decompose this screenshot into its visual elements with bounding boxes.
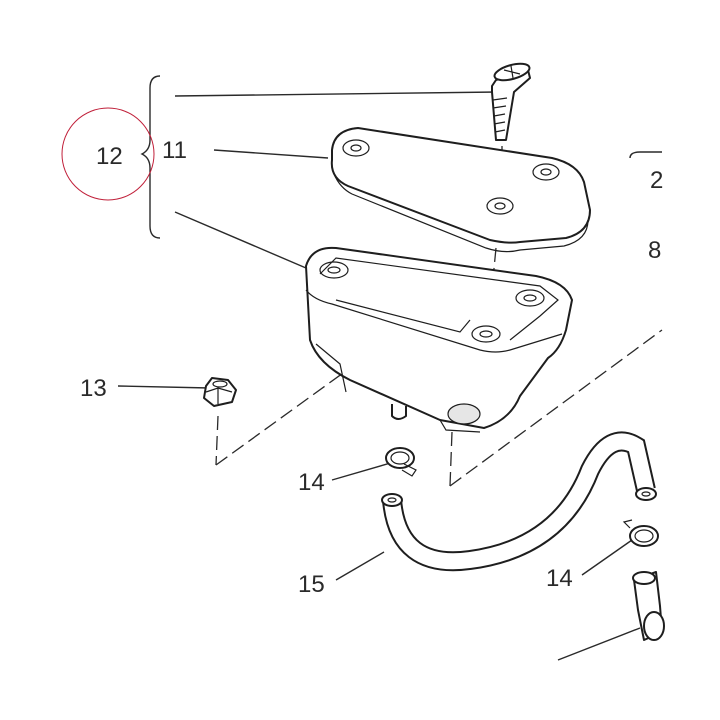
callout-15: 15 <box>298 571 325 598</box>
reservoir-body <box>305 246 573 433</box>
leader-11 <box>213 149 329 159</box>
reservoir-cover <box>330 127 591 253</box>
leader-13 <box>117 385 211 389</box>
right-edge-bracket <box>629 151 662 159</box>
callout-8: 8 <box>648 237 661 264</box>
axis-nut-vertical <box>215 415 219 466</box>
leader-12-bottom <box>174 211 307 269</box>
hose-clip-right <box>622 519 659 547</box>
hose-fitting <box>632 571 665 641</box>
screw-part <box>491 62 531 141</box>
hose-part <box>381 431 657 572</box>
hose-clip-left <box>385 447 417 477</box>
leader-14a <box>331 461 395 481</box>
callout-2: 2 <box>650 167 663 194</box>
leader-12-top <box>174 91 499 97</box>
leader-14b <box>581 539 633 576</box>
callout-12: 12 <box>96 143 123 170</box>
callout-11: 11 <box>162 137 187 164</box>
callout-14-left: 14 <box>298 469 325 496</box>
callout-13: 13 <box>80 375 107 402</box>
callout-14-right: 14 <box>546 565 573 592</box>
leader-15 <box>335 551 385 581</box>
highlight-circle <box>61 107 155 201</box>
axis-nut-diagonal <box>215 283 467 466</box>
nut-part <box>203 377 237 407</box>
axis-hose-diagonal <box>449 329 663 487</box>
axis-hose-vertical <box>449 431 453 487</box>
leader-bottom-right <box>557 627 641 661</box>
group-12-brace <box>140 75 161 239</box>
